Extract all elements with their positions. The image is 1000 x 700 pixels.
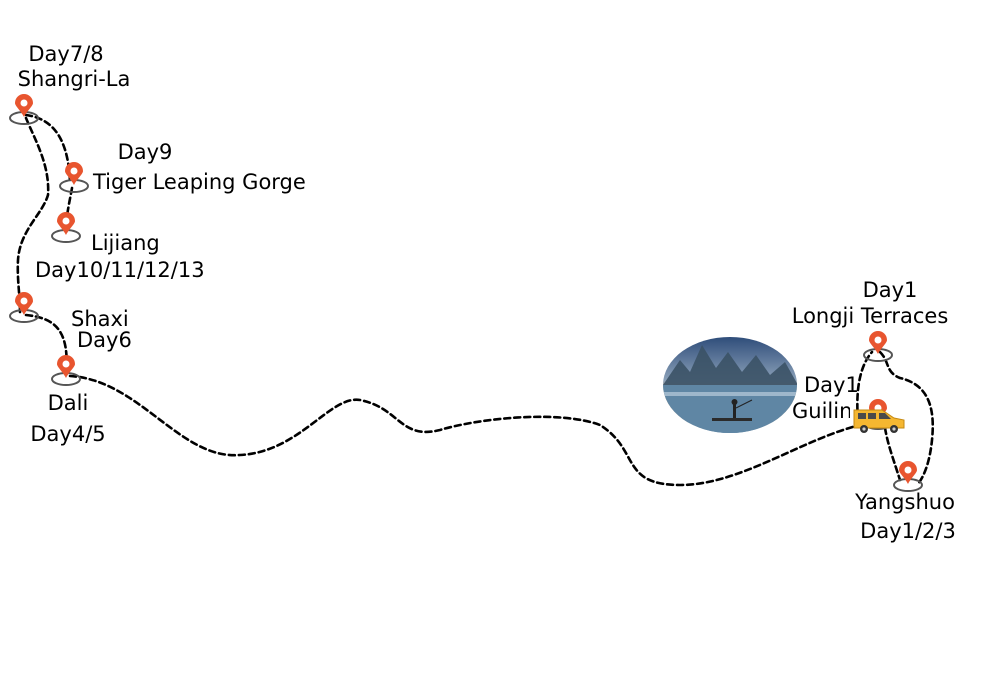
marker-tiger [59, 162, 89, 193]
marker-lijiang [51, 211, 81, 243]
stop-yangshuo-name: Yangshuo [855, 490, 955, 514]
stop-lijiang-name: Lijiang [91, 231, 160, 255]
route-longji-loop [878, 350, 935, 486]
marker-dali [51, 354, 81, 386]
stop-longji-name: Longji Terraces [791, 304, 949, 328]
marker-yangshuo [893, 461, 923, 492]
map-pin-hole [70, 167, 78, 175]
stop-shaxi-name: Shaxi [71, 307, 129, 331]
route-guilin-yangshuo [883, 426, 902, 482]
route-path [16, 113, 935, 487]
stop-guilin-day: Day1 [804, 373, 859, 397]
map-pin-hole [62, 360, 70, 368]
stop-lijiang-day: Day10/11/12/13 [35, 258, 205, 282]
map-pin-hole [20, 297, 28, 305]
map-pin-hole [904, 466, 912, 474]
stop-dali-day: Day4/5 [30, 422, 106, 446]
route-shangrila-shaxi [16, 116, 50, 314]
marker-shaxi [9, 292, 39, 323]
map-pin-hole [20, 99, 28, 107]
stop-shangrila-name: Shangri-La [17, 67, 131, 91]
li-river-photo [663, 337, 797, 433]
stop-guilin-name: Guilin [792, 401, 850, 422]
van-icon [853, 409, 905, 433]
route-shangrila-tiger [24, 113, 72, 184]
stop-longji-day: Day1 [862, 278, 918, 302]
stop-shaxi-day: Day6 [77, 328, 132, 352]
stop-shangrila-day: Day7/8 [28, 42, 104, 66]
map-pin-hole [62, 217, 70, 225]
route-dali-guilin [68, 374, 862, 487]
stop-tiger-name: Tiger Leaping Gorge [93, 170, 306, 194]
stop-yangshuo-day: Day1/2/3 [860, 519, 956, 543]
marker-shangrila [9, 94, 39, 125]
marker-longji [863, 331, 893, 362]
stop-tiger-day: Day9 [117, 140, 173, 164]
stop-dali-name: Dali [47, 391, 89, 415]
map-pin-hole [874, 336, 882, 344]
